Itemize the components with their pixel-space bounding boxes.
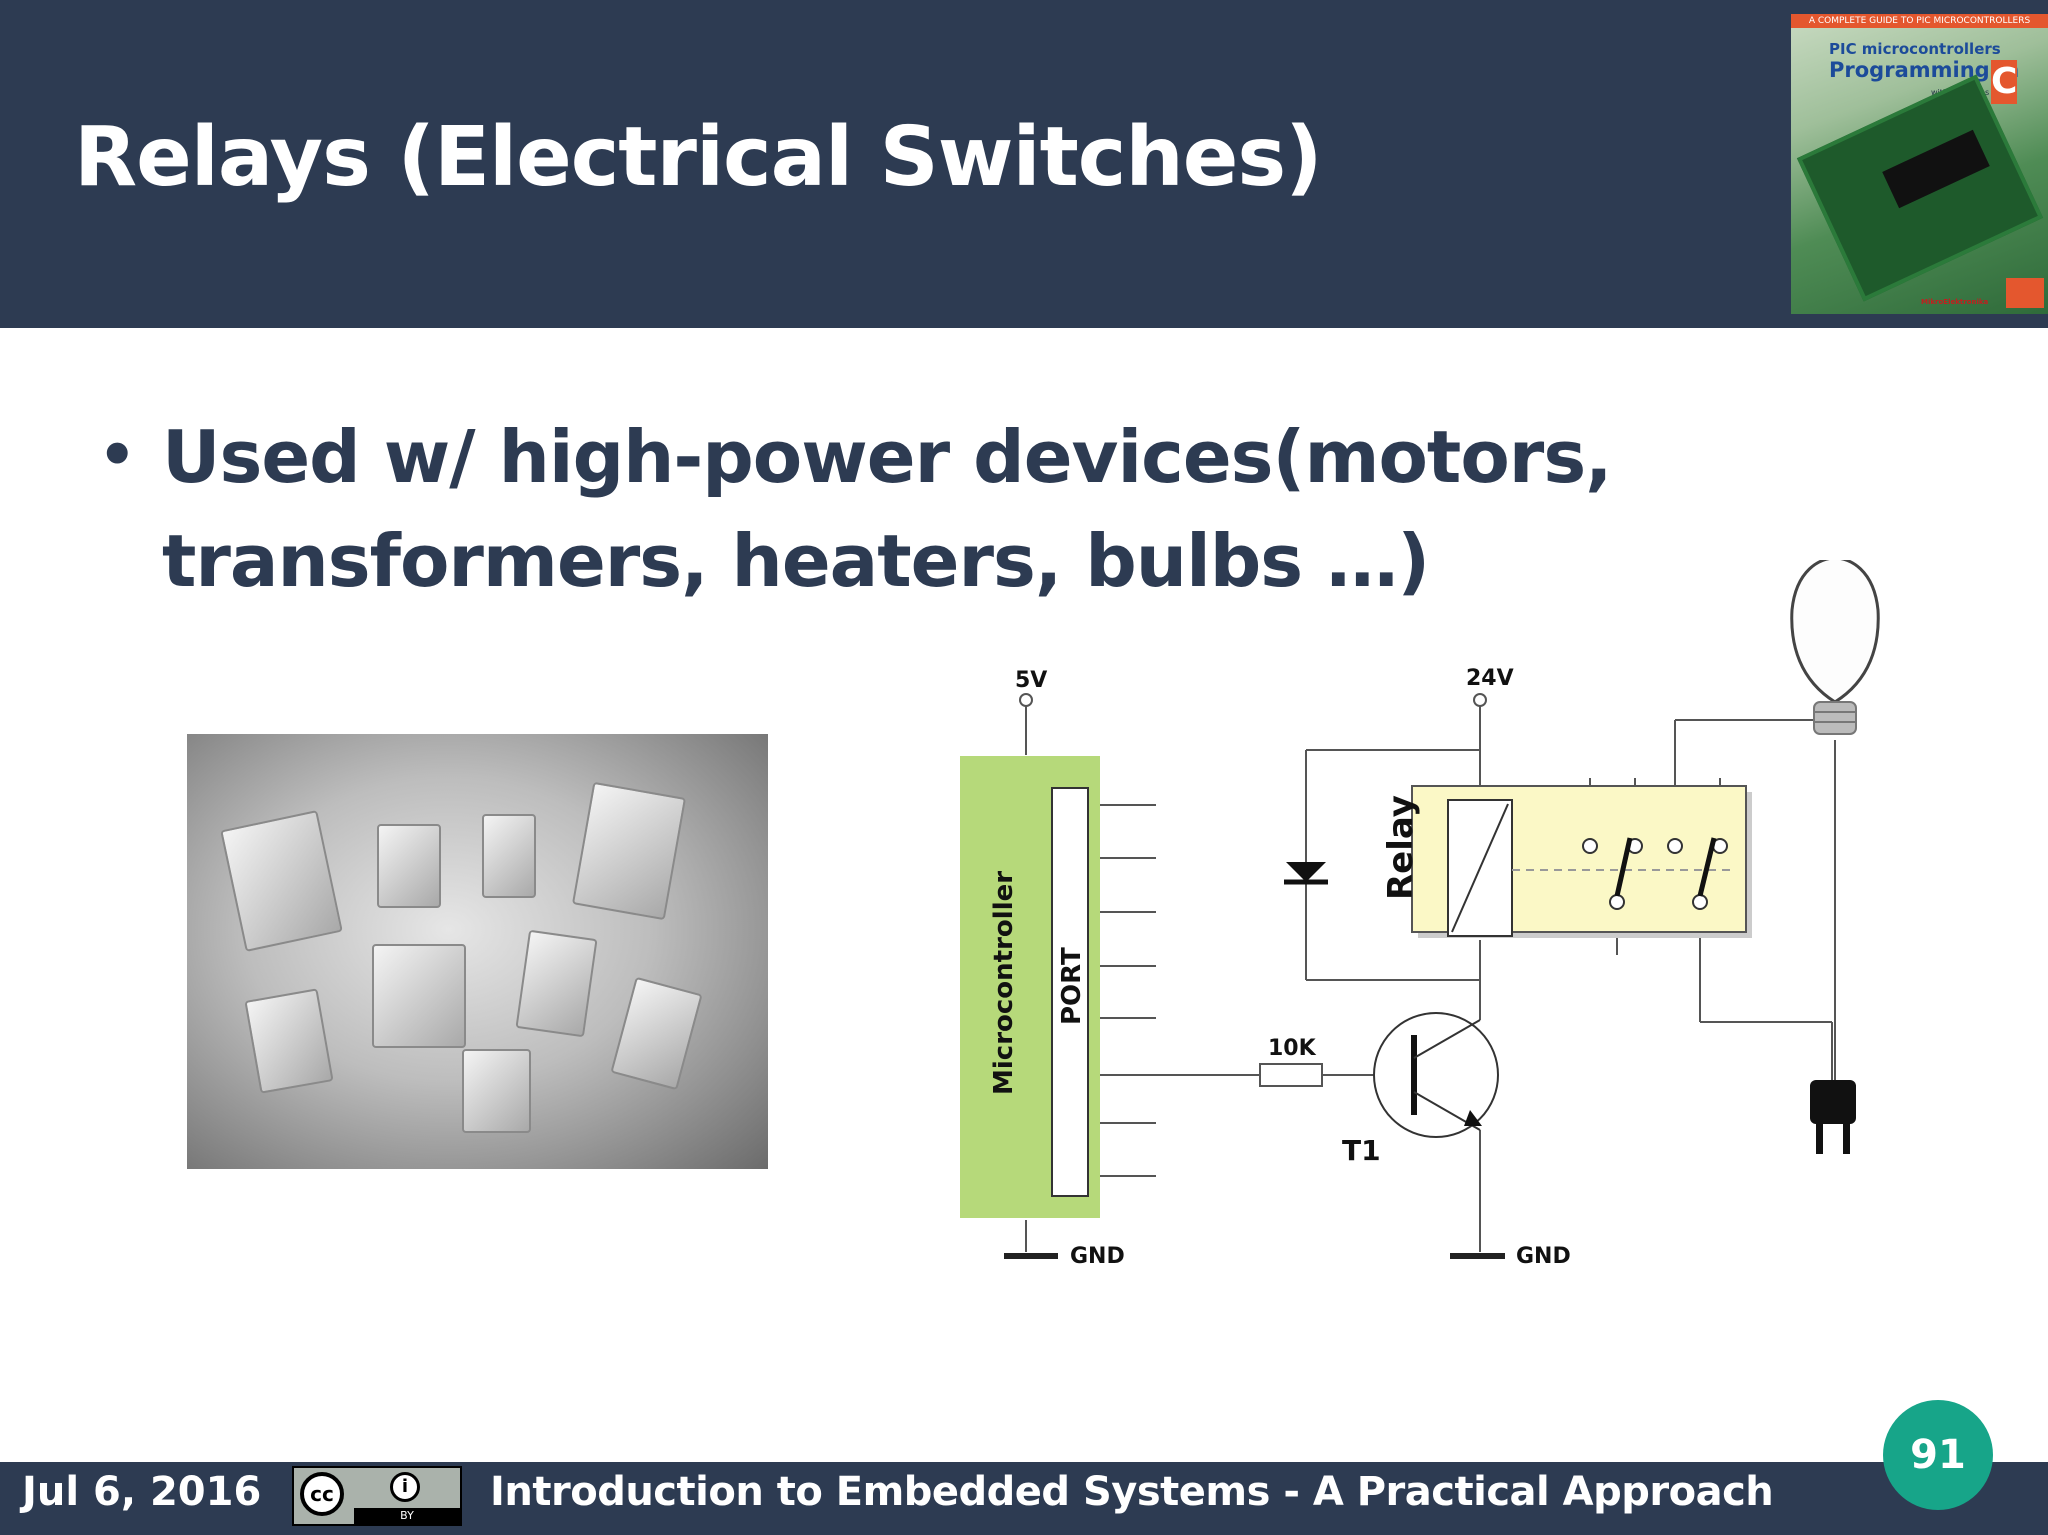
relay-picture (372, 944, 466, 1048)
relay-picture (220, 810, 343, 952)
page-number-badge: 91 (1883, 1400, 1993, 1510)
light-bulb (1790, 560, 1880, 735)
transistor (1373, 1012, 1499, 1138)
book-c-letter: C (1991, 60, 2018, 104)
book-top-line: A COMPLETE GUIDE TO PIC MICROCONTROLLERS (1791, 14, 2048, 28)
header-bar: Relays (Electrical Switches) (0, 0, 2048, 328)
cc-icon: cc (300, 1472, 344, 1516)
relay-picture (571, 781, 687, 921)
resistor (1259, 1063, 1323, 1087)
relays-photo (187, 734, 768, 1169)
book-publisher: MikroElektronika (1921, 298, 1989, 306)
book-cover-image: A COMPLETE GUIDE TO PIC MICROCONTROLLERS… (1791, 14, 2048, 314)
footer-course-title: Introduction to Embedded Systems - A Pra… (490, 1469, 1774, 1515)
port-block (1051, 787, 1089, 1197)
cc-by-label: BY (354, 1508, 460, 1524)
gnd-right-label: GND (1516, 1244, 1571, 1269)
v5-label: 5V (1015, 668, 1047, 693)
slide-title: Relays (Electrical Switches) (74, 110, 1323, 205)
relay-picture (610, 976, 703, 1091)
v24-label: 24V (1466, 666, 1514, 691)
footer-bar: Jul 6, 2016 cc i BY Introduction to Embe… (0, 1462, 2048, 1535)
bullet-item: Used w/ high-power devices(motors, trans… (162, 415, 1613, 603)
relay-circuit-diagram: Microcontroller PORT 5V GND 10K T1 GND 2… (960, 560, 1880, 1269)
bullet-dot: • (96, 413, 139, 497)
gnd-left-label: GND (1070, 1244, 1125, 1269)
relay-picture (244, 988, 334, 1094)
port-label: PORT (1057, 947, 1087, 1025)
book-title-line1: PIC microcontrollers (1829, 40, 2001, 58)
relay-picture (462, 1049, 531, 1133)
diode (1286, 862, 1326, 882)
cd-tag (2006, 278, 2044, 308)
relay-picture (377, 824, 441, 908)
transistor-label: T1 (1342, 1134, 1381, 1167)
footer-date: Jul 6, 2016 (22, 1469, 262, 1515)
attribution-person-icon: i (390, 1472, 420, 1502)
relay-picture (482, 814, 536, 898)
resistor-label: 10K (1268, 1036, 1317, 1061)
power-plug (1810, 1080, 1856, 1154)
relay-picture (515, 929, 598, 1038)
cc-by-badge: cc i BY (292, 1466, 462, 1526)
mcu-label: Microcontroller (989, 871, 1019, 1095)
book-title-line2: Programming in (1829, 58, 2020, 82)
relay-label: Relay (1381, 795, 1421, 900)
